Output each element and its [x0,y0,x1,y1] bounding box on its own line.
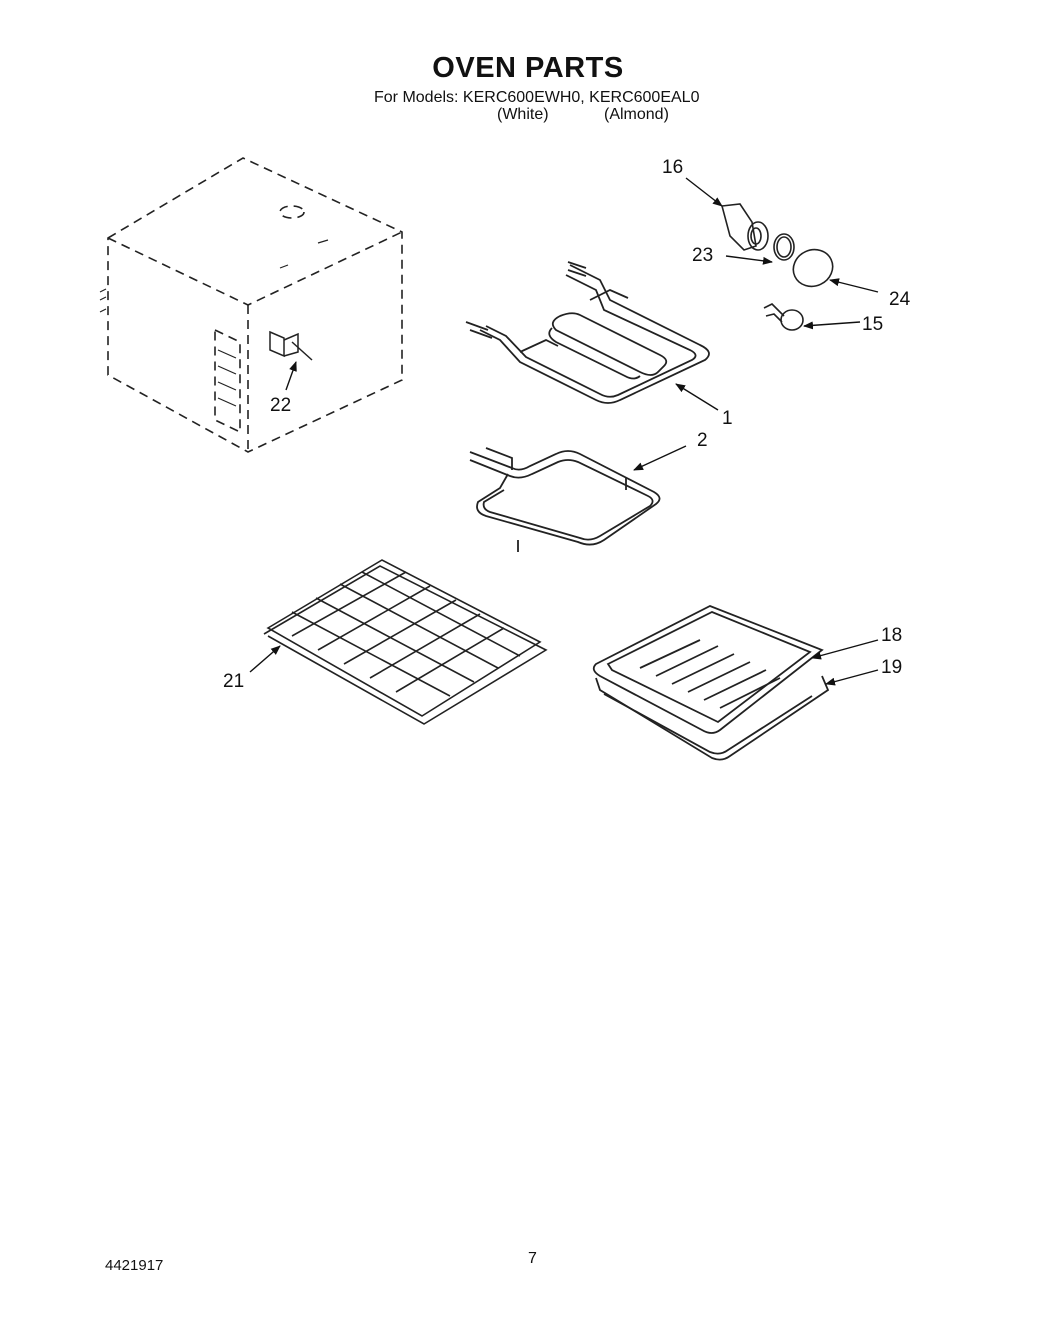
callout-2: 2 [697,430,708,451]
part-19-broil-pan [595,675,830,761]
callout-22: 22 [270,395,291,416]
part-16-lamp-socket [720,203,769,251]
callout-23: 23 [692,245,713,266]
document-number: 4421917 [105,1257,164,1274]
part-21-oven-rack [263,559,548,725]
variant-white: (White) [497,106,549,123]
oven-cavity-details [99,239,329,407]
models-line: For Models: KERC600EWH0, KERC600EAL0 [374,89,700,106]
part-22-bracket [269,330,313,361]
leader-lines [249,177,879,686]
callout-19: 19 [881,657,902,678]
callout-24: 24 [889,289,911,310]
callout-18: 18 [881,625,902,646]
part-1-broil-element [465,261,710,404]
callout-15: 15 [862,314,883,335]
variant-almond: (Almond) [604,106,669,123]
part-24-lamp-cover [792,248,834,288]
page-title: OVEN PARTS [432,52,624,84]
part-2-bake-element [469,447,661,552]
oven-cavity [107,157,403,453]
callout-16: 16 [662,157,683,178]
part-18-broil-pan-insert [592,605,824,734]
part-15-bulb [763,303,804,331]
callout-1: 1 [722,408,733,429]
page-number: 7 [528,1250,537,1267]
part-23-gasket [773,233,795,261]
callout-21: 21 [223,671,244,692]
